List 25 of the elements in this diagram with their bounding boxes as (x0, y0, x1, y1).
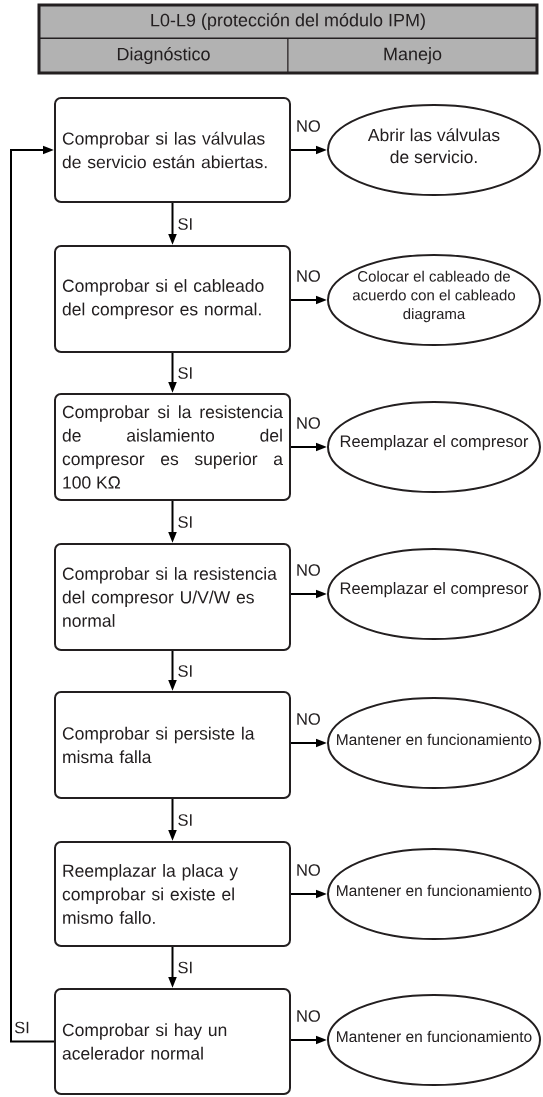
edge-label: SI (176, 960, 195, 975)
process-box: Comprobar si la resistencia de aislamiento del compresor es superior a 100 KΩ (54, 393, 291, 501)
table-header-cell: Manejo (287, 38, 538, 73)
edge-label: NO (295, 119, 322, 133)
edge-label: SI (176, 515, 195, 529)
edge-label: NO (295, 563, 322, 577)
process-box: Comprobar si hay un acelerador normal (54, 988, 291, 1095)
edge-label: NO (295, 269, 322, 283)
process-box: Reemplazar la placa y comprobar si existe el mismo fallo. (54, 841, 291, 947)
edge-label: NO (295, 1009, 322, 1023)
edge-label: NO (295, 863, 322, 877)
edge-label: NO (295, 416, 322, 430)
table-header-cell: Diagnóstico (38, 38, 289, 73)
edge-label: SI (13, 1020, 31, 1035)
edge-label: NO (295, 712, 322, 726)
edge-label: SI (176, 366, 195, 380)
arrow (10, 145, 55, 1043)
table-header-cell: L0-L9 (protección del módulo IPM) (38, 4, 538, 39)
process-box: Comprobar si el cableado del compresor es normal. (54, 245, 291, 353)
process-box: Comprobar si persiste la misma falla (54, 691, 291, 799)
process-box: Comprobar si la resistencia del compresor U/V/W es normal (54, 543, 291, 651)
edge-label: SI (176, 813, 195, 827)
edge-label: SI (176, 664, 195, 678)
edge-label: SI (176, 217, 195, 231)
process-box: Comprobar si las válvulas de servicio están abiertas. (54, 97, 291, 203)
